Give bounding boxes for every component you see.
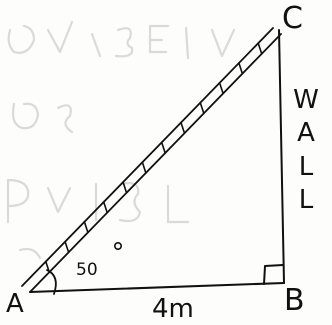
wall-letter: A: [297, 118, 315, 149]
ladder: [21, 27, 282, 293]
angle-arc: [46, 269, 57, 295]
ladder-rail-lower: [29, 33, 282, 293]
ladder-rung: [180, 121, 186, 134]
ladder-rung: [199, 101, 205, 115]
vertex-label-a: A: [6, 289, 24, 319]
base-length-label: 4m: [152, 294, 194, 324]
ladder-rung: [122, 181, 128, 194]
ladder-rungs: [44, 42, 263, 274]
base-line-ab: [29, 282, 285, 293]
ladder-rung: [218, 82, 224, 95]
right-angle-mark: [263, 264, 284, 285]
wall-letter: W: [293, 85, 319, 115]
wall-letter: L: [298, 184, 314, 215]
vertex-label-c: C: [282, 1, 303, 36]
ladder-rung: [141, 161, 147, 174]
angle-value-label: 50: [76, 260, 98, 280]
ladder-rung: [83, 221, 89, 234]
bleed-through-writing: [6, 20, 236, 260]
ladder-rung: [102, 201, 108, 214]
wall-line-bc: [278, 29, 285, 284]
vertex-label-b: B: [284, 283, 305, 318]
degree-mark: [114, 242, 123, 251]
wall-label: W A L L: [293, 84, 319, 217]
ladder-rung: [64, 240, 70, 254]
ladder-rung: [257, 42, 263, 55]
wall-letter: L: [298, 151, 314, 182]
ladder-rail-upper: [21, 27, 274, 287]
ladder-rung: [238, 62, 244, 75]
ladder-rung: [160, 141, 166, 154]
